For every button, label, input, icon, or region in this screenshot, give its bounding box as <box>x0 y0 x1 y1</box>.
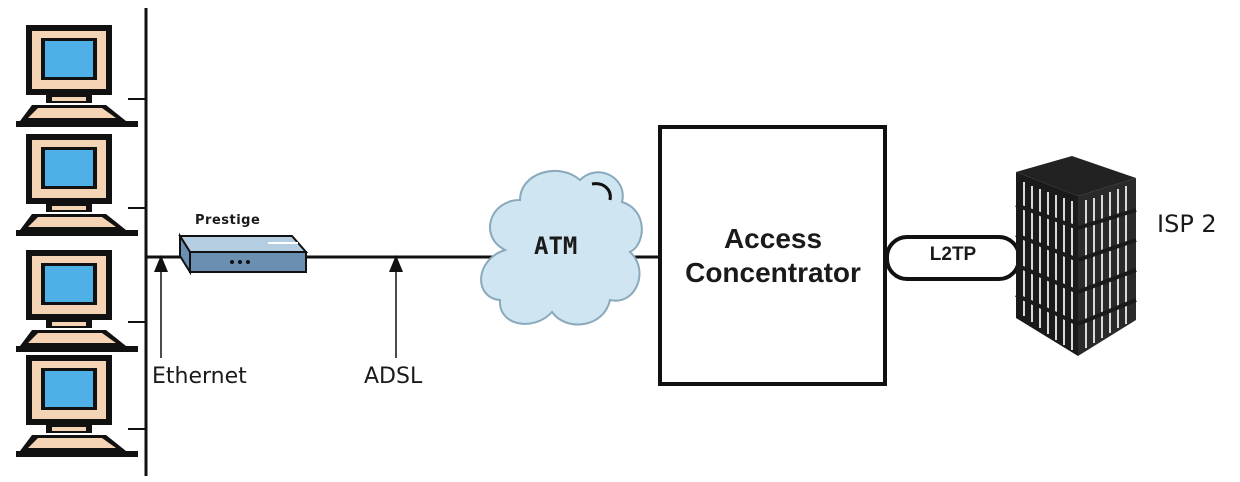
adsl-arrow <box>389 255 403 358</box>
computer-icon <box>16 25 138 127</box>
isp-label: ISP 2 <box>1157 210 1217 238</box>
adsl-label: ADSL <box>364 364 423 389</box>
access-concentrator-label: Access Concentrator <box>660 222 886 290</box>
computer-icon <box>16 355 138 457</box>
building-icon <box>1015 156 1137 356</box>
ethernet-label: Ethernet <box>152 364 247 389</box>
access-concentrator-line1: Access <box>723 223 823 254</box>
modem-label: Prestige <box>195 213 261 228</box>
atm-label: ATM <box>534 232 578 260</box>
computer-icon <box>16 134 138 236</box>
cloud-icon <box>480 170 643 326</box>
access-concentrator-line2: Concentrator <box>685 257 861 288</box>
l2tp-label: L2TP <box>929 244 977 265</box>
access-concentrator-box <box>658 125 887 386</box>
ethernet-arrow <box>154 255 168 358</box>
computer-icon <box>16 250 138 352</box>
modem-icon <box>178 232 309 276</box>
